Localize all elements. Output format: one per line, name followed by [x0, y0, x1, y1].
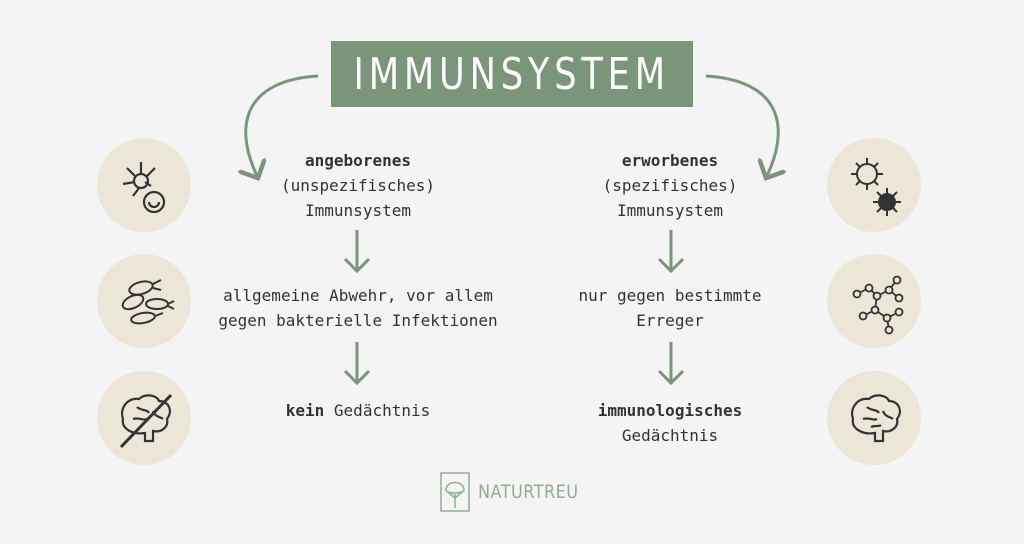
- curved-arrow-right: [705, 74, 778, 178]
- immune-cells-icon: [97, 138, 191, 232]
- down-arrow: [657, 230, 685, 274]
- right-step3: immunologisches Gedächtnis: [510, 398, 830, 448]
- down-arrow: [657, 342, 685, 386]
- left-step2-line1: allgemeine Abwehr, vor allem: [223, 286, 493, 305]
- title: IMMUNSYSTEM: [353, 48, 671, 100]
- right-heading-bold: erworbenes: [621, 151, 719, 170]
- curved-arrow-left: [246, 74, 319, 178]
- crossed-brain-icon: [97, 371, 191, 465]
- right-step2: nur gegen bestimmte Erreger: [510, 283, 830, 333]
- left-heading-line2: (unspezifisches): [280, 176, 436, 195]
- right-heading: erworbenes (spezifisches) Immunsystem: [510, 148, 830, 223]
- right-step3-line2: Gedächtnis: [621, 426, 719, 445]
- bacteria-icon: [97, 254, 191, 348]
- left-step2: allgemeine Abwehr, vor allem gegen bakte…: [198, 283, 518, 333]
- left-heading: angeborenes (unspezifisches) Immunsystem: [198, 148, 518, 223]
- right-step2-line2: Erreger: [636, 311, 704, 330]
- left-step3: kein Gedächtnis: [198, 398, 518, 423]
- right-heading-line3: Immunsystem: [617, 201, 723, 220]
- left-step3-rest: Gedächtnis: [324, 401, 431, 420]
- right-step3-bold: immunologisches: [597, 401, 743, 420]
- title-banner: IMMUNSYSTEM: [331, 41, 693, 107]
- virus-icon: [827, 138, 921, 232]
- left-step3-bold: kein: [285, 401, 325, 420]
- right-heading-line2: (spezifisches): [602, 176, 738, 195]
- right-step2-line1: nur gegen bestimmte: [578, 286, 762, 305]
- molecule-network-icon: [827, 254, 921, 348]
- left-heading-bold: angeborenes: [305, 151, 411, 170]
- left-heading-line3: Immunsystem: [305, 201, 411, 220]
- left-step2-line2: gegen bakterielle Infektionen: [218, 311, 498, 330]
- down-arrow: [343, 342, 371, 386]
- tree-logo-icon: [440, 472, 470, 512]
- naturtreu-logo: NATURTREU: [440, 472, 596, 512]
- logo-text: NATURTREU: [478, 481, 579, 503]
- brain-icon: [827, 371, 921, 465]
- down-arrow: [343, 230, 371, 274]
